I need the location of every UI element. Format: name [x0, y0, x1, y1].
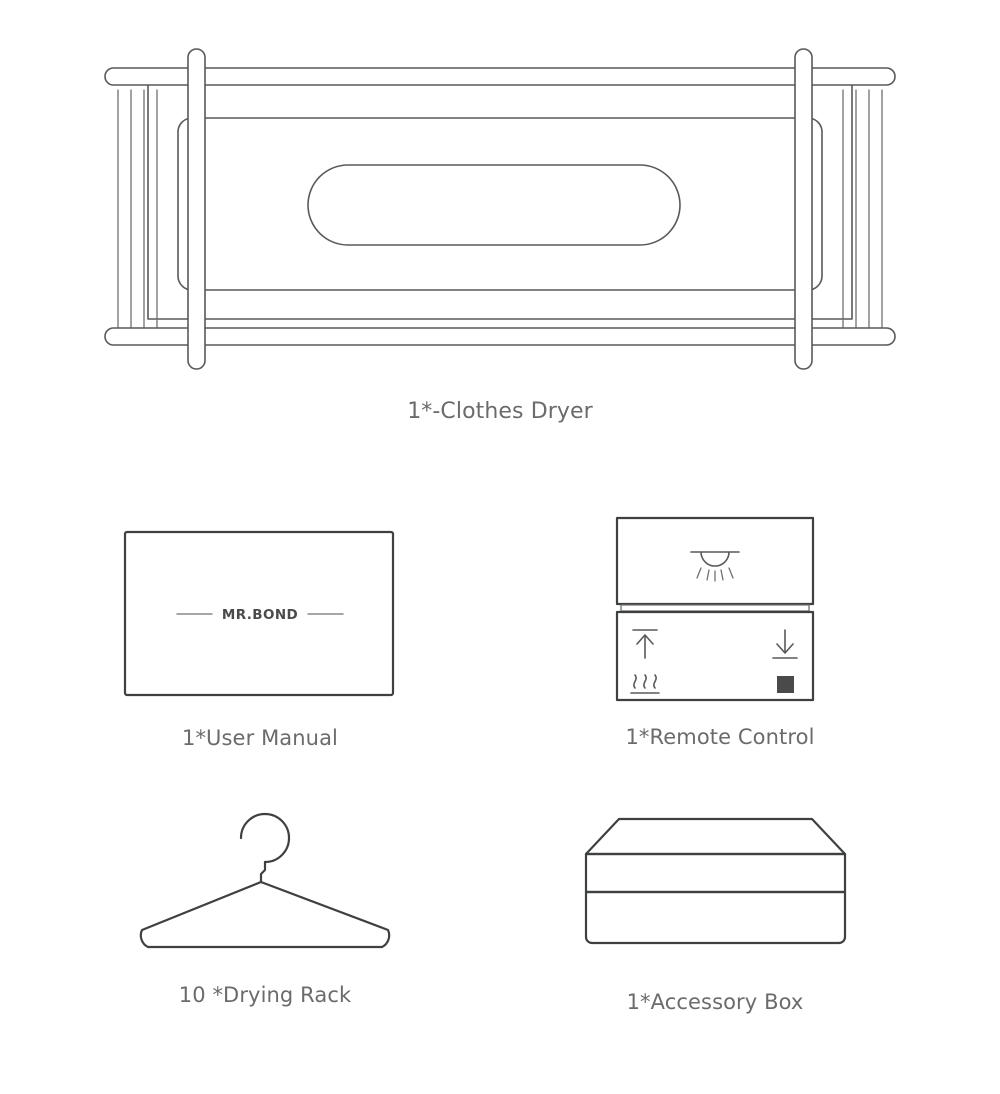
package-item-accessory-box: 1*Accessory Box [515, 805, 915, 1014]
accessory-box-art [515, 805, 915, 955]
user-manual-illustration: MR.BOND [123, 530, 395, 697]
clothes-dryer-illustration [104, 48, 896, 370]
remote-control-art [520, 512, 920, 707]
remote-control-caption: 1*Remote Control [625, 725, 815, 749]
drying-rack-art [65, 790, 465, 955]
drying-rack-caption: 10 *Drying Rack [178, 983, 352, 1007]
lower-down-icon[interactable] [772, 629, 798, 659]
user-manual-art: MR.BOND [60, 524, 460, 704]
accessory-box-caption: 1*Accessory Box [626, 990, 804, 1014]
package-item-clothes-dryer: 1*-Clothes Dryer [0, 40, 1000, 424]
package-item-drying-rack: 10 *Drying Rack [65, 790, 465, 1007]
stop-square-icon[interactable] [777, 676, 794, 693]
accessory-box-illustration [584, 817, 847, 945]
user-manual-caption: 1*User Manual [181, 726, 338, 750]
package-item-user-manual: MR.BOND 1*User Manual [60, 524, 460, 750]
clothes-dryer-art [0, 40, 1000, 385]
remote-control-illustration [615, 516, 815, 702]
package-item-remote-control: 1*Remote Control [520, 512, 920, 749]
clothes-dryer-caption: 1*-Clothes Dryer [407, 399, 593, 424]
clothes-hanger-illustration [139, 812, 391, 949]
manual-logo-text: MR.BOND [222, 607, 298, 623]
raise-up-icon[interactable] [632, 629, 658, 659]
heat-dry-icon[interactable] [630, 674, 660, 694]
light-icon[interactable] [690, 551, 740, 582]
